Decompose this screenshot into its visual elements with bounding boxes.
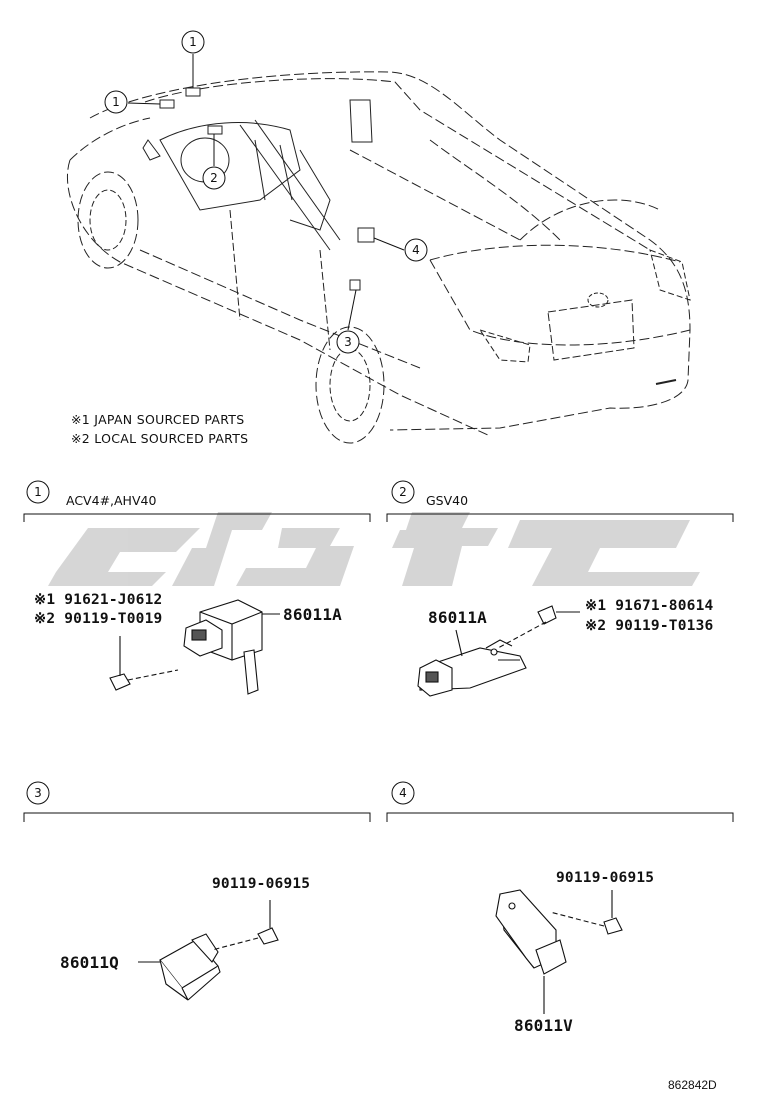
callout-4: 4 bbox=[412, 243, 420, 257]
section-3-bolt-part-number: 90119-06915 bbox=[212, 876, 311, 892]
section-1-sensor-part-number: 86011A bbox=[283, 605, 342, 624]
section-headers bbox=[23, 480, 734, 822]
watermark-logo bbox=[48, 512, 700, 586]
section-2-number: 2 bbox=[399, 485, 407, 499]
section-3-number: 3 bbox=[34, 786, 42, 800]
car-callouts bbox=[104, 30, 428, 354]
section-2-sensor-part-number: 86011A bbox=[428, 608, 487, 627]
section-4-sensor-drawing bbox=[495, 889, 623, 1014]
note-local-sourced: ※2 LOCAL SOURCED PARTS bbox=[71, 431, 249, 446]
callout-2-mid: 2 bbox=[210, 171, 218, 185]
callout-2-top: 1 bbox=[189, 35, 197, 49]
section-3-sensor-part-number: 86011Q bbox=[60, 953, 119, 972]
section-2-bolt-japan-part-number: ※1 91671-80614 bbox=[585, 598, 714, 614]
note-japan-sourced: ※1 JAPAN SOURCED PARTS bbox=[71, 412, 245, 427]
callout-1: 1 bbox=[112, 95, 120, 109]
figure-code: 862842D bbox=[668, 1078, 717, 1092]
car-phantom-view bbox=[66, 71, 691, 444]
section-2-bolt-local-part-number: ※2 90119-T0136 bbox=[585, 618, 714, 634]
section-2-model: GSV40 bbox=[426, 493, 469, 508]
section-1-bolt-japan-part-number: ※1 91621-J0612 bbox=[34, 592, 163, 608]
callout-3: 3 bbox=[344, 335, 352, 349]
section-1-sensor-drawing bbox=[109, 599, 280, 695]
section-1-bolt-local-part-number: ※2 90119-T0019 bbox=[34, 611, 163, 627]
section-4-bolt-part-number: 90119-06915 bbox=[556, 870, 655, 886]
section-1-model: ACV4#,AHV40 bbox=[66, 493, 157, 508]
section-4-number: 4 bbox=[399, 786, 407, 800]
section-3-sensor-drawing bbox=[138, 900, 279, 1001]
section-2-sensor-drawing bbox=[417, 605, 580, 697]
section-4-sensor-part-number: 86011V bbox=[514, 1016, 573, 1035]
car-callout-numbers: 1 1 2 3 4 bbox=[112, 35, 420, 349]
section-numbers: 1 2 3 4 bbox=[34, 485, 407, 800]
section-1-number: 1 bbox=[34, 485, 42, 499]
